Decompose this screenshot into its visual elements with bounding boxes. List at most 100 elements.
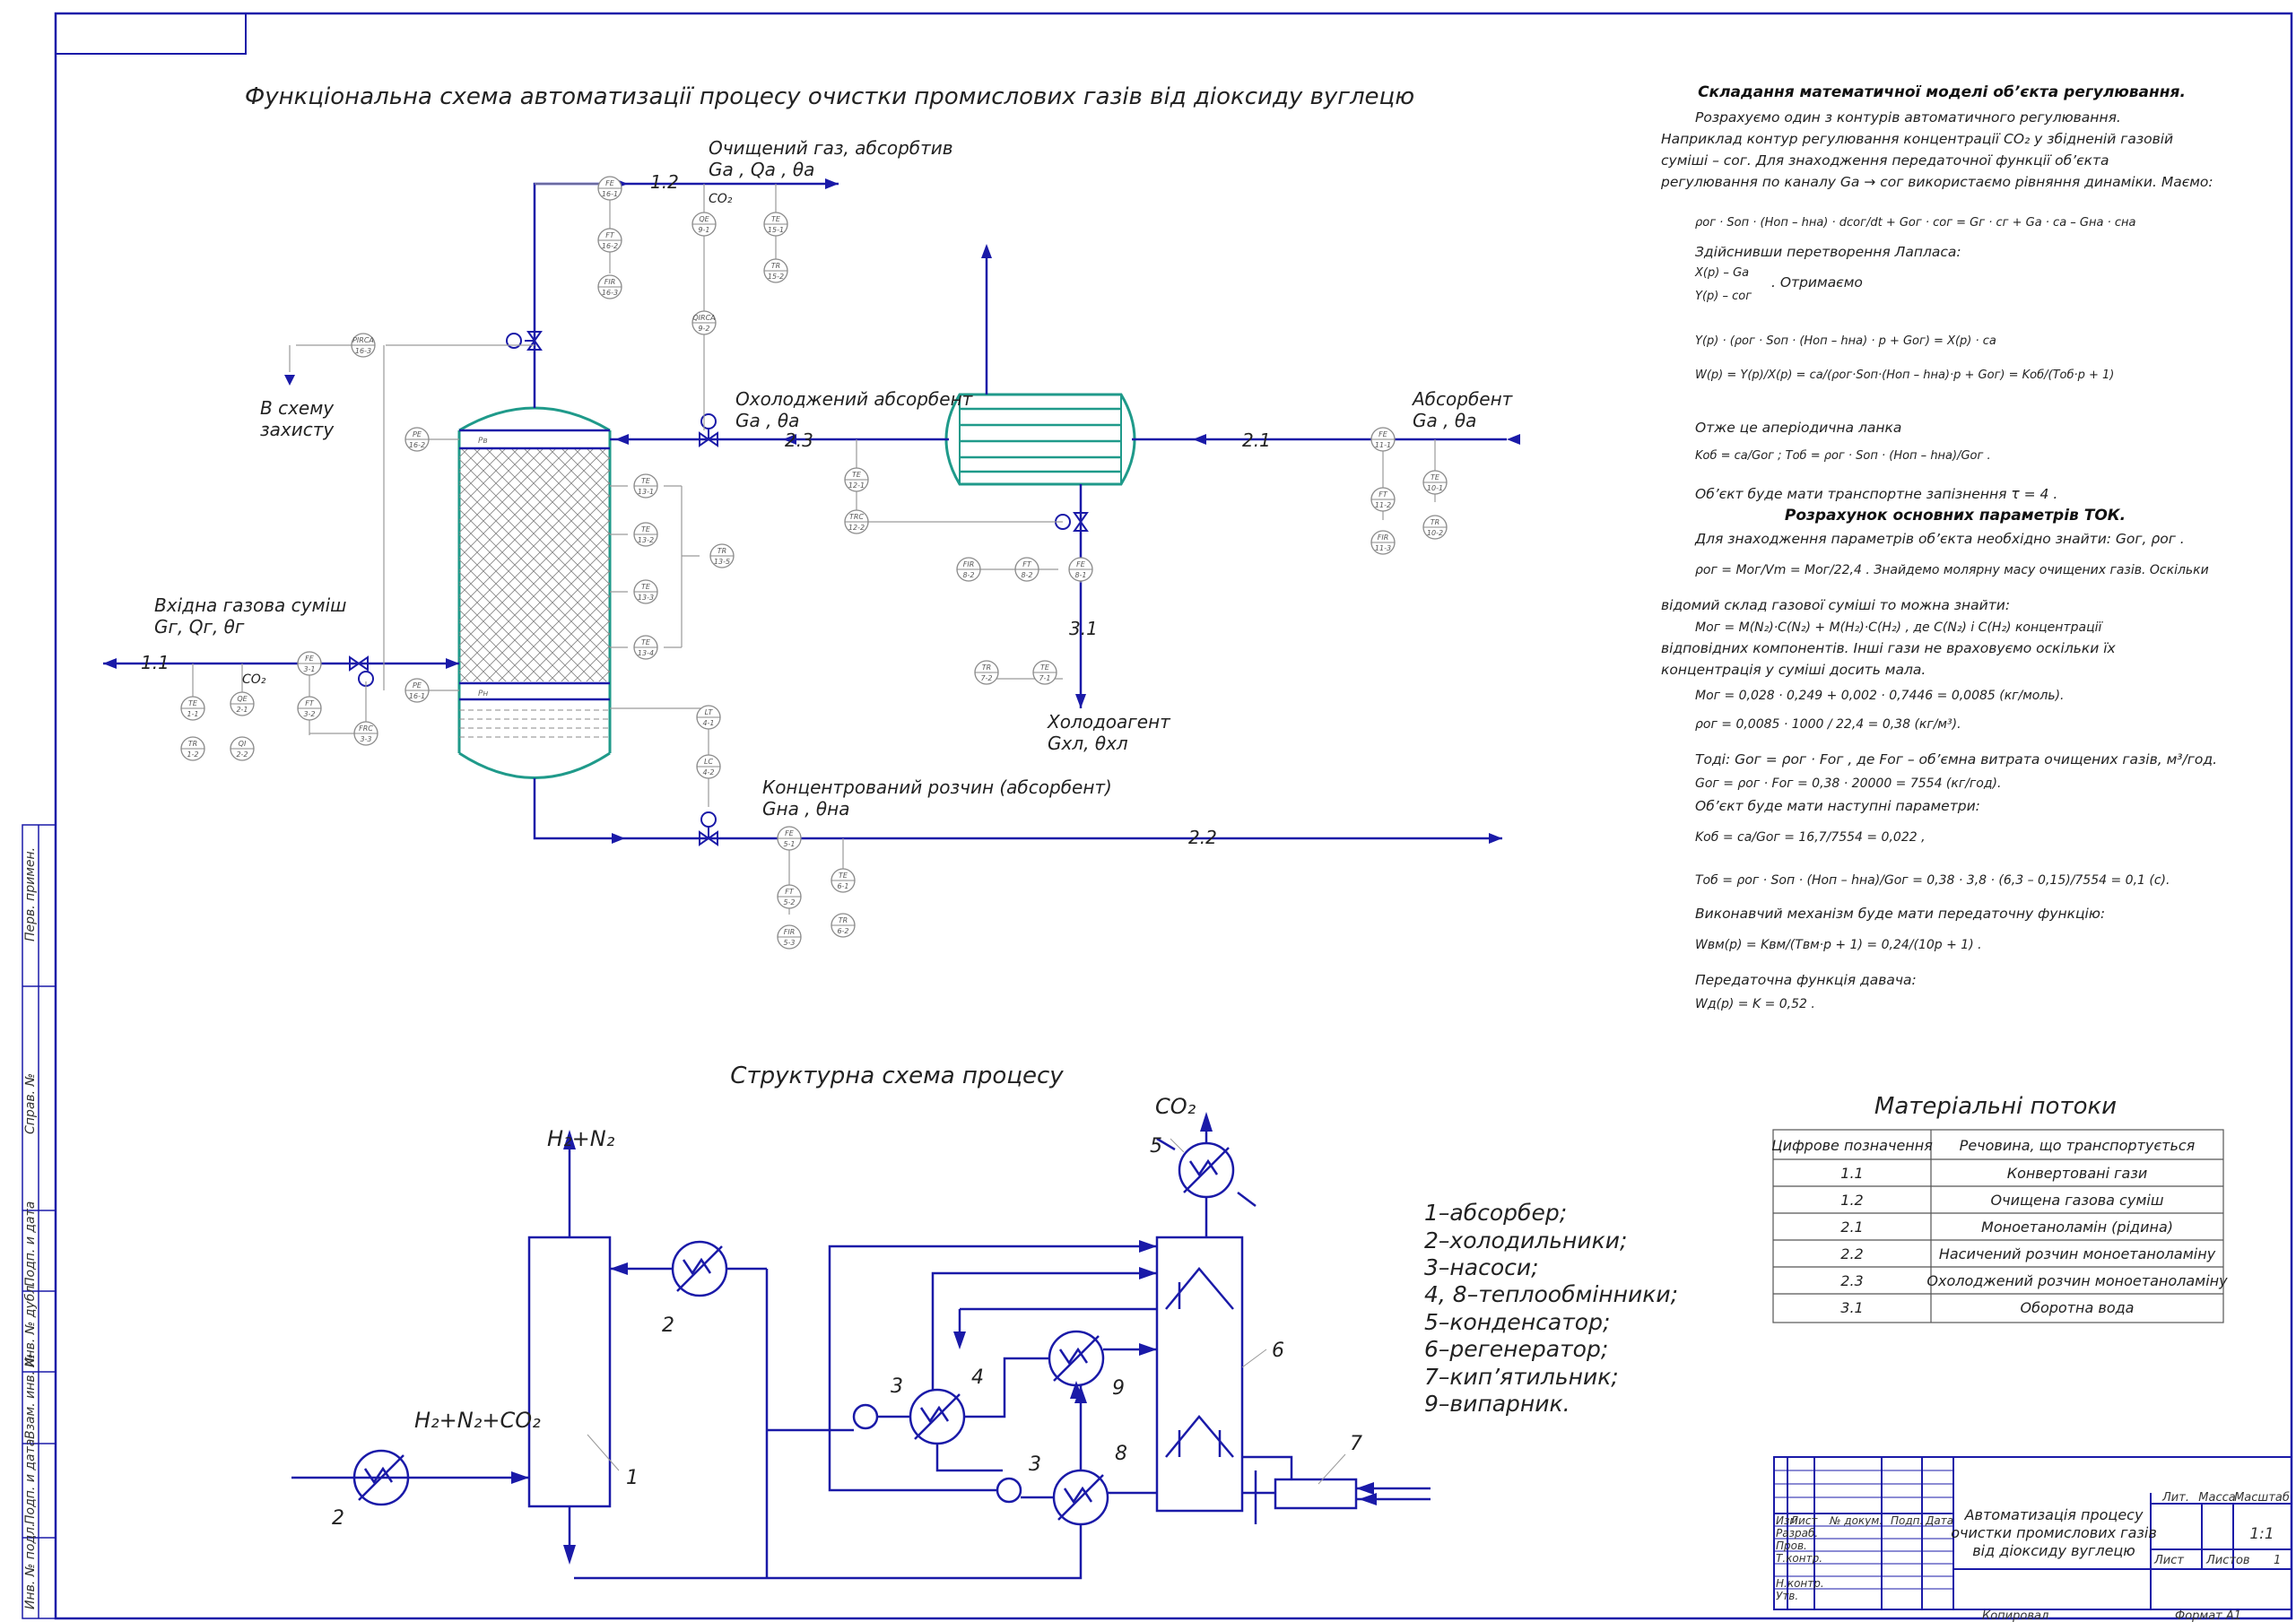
num-cooler-top: 2: [662, 1314, 674, 1337]
instrument-tag: 8-1: [1074, 571, 1086, 579]
instrument-tag: 8-2: [962, 571, 974, 579]
num-heat-exchanger-8: 8: [1115, 1443, 1127, 1465]
co2-label-b: CO₂: [242, 672, 266, 687]
instrument-tag: 13-4: [638, 649, 654, 657]
math2-line-11: Kоб = cа/Gог = 16,7/7554 = 0,022 ,: [1695, 830, 1926, 845]
absorber-column: Pв Pн: [457, 406, 612, 779]
purified-gas-params: Gа , Qа , θа: [709, 159, 814, 180]
math2-line-15: Передаточна функція давача:: [1695, 972, 1917, 988]
stamp-sprav: Справ. №: [23, 1073, 38, 1134]
h2n2-label: H₂+N₂: [547, 1126, 615, 1151]
inlet-gas-code: 1.1: [141, 652, 170, 673]
protection-label-1: В схему: [260, 397, 335, 419]
instrument-tag: 16-1: [409, 692, 425, 700]
num-evaporator: 9: [1112, 1377, 1125, 1400]
corner-box: [55, 13, 247, 55]
instrument-function: TE: [771, 215, 781, 223]
instrument-function: FE: [305, 655, 315, 663]
instrument-function: TR: [982, 664, 991, 672]
instrument-function: PE: [413, 430, 422, 438]
purified-gas-label: Очищений газ, абсорбтив: [709, 137, 953, 159]
instrument-qe-2-1: QE2-1: [230, 691, 255, 716]
instrument-fe-8-1: FE8-1: [1068, 557, 1093, 582]
instrument-function: QE: [699, 215, 709, 223]
instrument-tag: 10-1: [1427, 484, 1443, 492]
instrument-function: TE: [1040, 664, 1050, 672]
instrument-tr-1-2: TR1-2: [180, 736, 205, 761]
instrument-tag: 7-2: [980, 674, 992, 682]
instrument-function: FE: [1378, 430, 1388, 438]
instrument-tag: 8-2: [1021, 571, 1032, 579]
instrument-qi-2-2: QI2-2: [230, 736, 255, 761]
instrument-function: QI: [239, 740, 247, 748]
instrument-te-7-1: TE7-1: [1032, 660, 1057, 685]
absorbent-label: Абсорбент: [1411, 388, 1514, 410]
instrument-function: FT: [305, 699, 315, 707]
instrument-te-6-1: TE6-1: [831, 868, 856, 893]
instrument-ft-3-2: FT 3-2: [297, 696, 322, 721]
instrument-function: FT: [785, 888, 795, 896]
instrument-fe-3-1: FE3-1: [297, 651, 322, 676]
inlet-gas-params: Gг, Qг, θг: [154, 616, 245, 638]
math-model-heading: Складання математичної моделі об’єкта ре…: [1698, 83, 2186, 101]
math-line-5: Здійснивши перетворення Лапласа:: [1695, 244, 1961, 260]
instrument-tag: 9-1: [698, 226, 709, 234]
stamp-dubl: Инв. № дубл.: [23, 1281, 38, 1367]
instrument-function: FRC: [359, 724, 373, 733]
instrument-function: TRC: [849, 513, 864, 521]
math2-line-9: Gог = ρог · Fог = 0,38 · 20000 = 7554 (к…: [1695, 776, 2001, 791]
legend-3: 4, 8–теплообмінники;: [1424, 1281, 1678, 1307]
tb-role-utv: Утв.: [1776, 1590, 1798, 1602]
num-absorber: 1: [626, 1467, 639, 1489]
tb-scale-value: 1:1: [2249, 1525, 2274, 1543]
math2-line-10: Об’єкт буде мати наступні параметри:: [1695, 798, 1980, 814]
math-line-6: X(p) – Gа: [1694, 266, 1749, 280]
process-lines: [103, 182, 1507, 840]
math-line-3: регулювання по каналу Gа → cог використа…: [1660, 174, 2213, 190]
math2-line-1: ρог = Mог/Vm = Mог/22,4 . Знайдемо моляр…: [1695, 563, 2209, 577]
instrument-tag: 3-2: [303, 710, 315, 718]
tb-copied: Копировал: [1982, 1609, 2048, 1622]
tb-sheets-value: 1: [2274, 1554, 2281, 1567]
num-heat-exchanger-4: 4: [971, 1366, 984, 1389]
sheet-frame: [54, 12, 2293, 1620]
instrument-function: PIRCA: [352, 336, 374, 344]
mf-row-3-name: Насичений розчин моноетаноламіну: [1939, 1245, 2216, 1262]
math-line-8: Y(p) · (ρог · Sоп · (Hоп – hна) · p + Gо…: [1695, 334, 1996, 348]
instrument-ft-5-2: FT5-2: [777, 884, 802, 909]
pressure-top-label: Pв: [478, 437, 488, 446]
mf-row-4-name: Охолоджений розчин моноетаноламіну: [1926, 1272, 2228, 1289]
instrument-function: TE: [641, 477, 651, 485]
stamp-inv: Инв. № подл.: [23, 1522, 38, 1609]
instrument-tag: 2-1: [236, 706, 248, 714]
instrument-tag: 6-2: [837, 927, 848, 935]
tb-role-razrab: Разраб.: [1776, 1527, 1818, 1540]
tb-h-data: Дата: [1925, 1514, 1953, 1527]
tb-h-list: Лист: [1789, 1514, 1818, 1527]
instrument-function: TE: [641, 638, 651, 646]
pressure-bottom-label: Pн: [478, 690, 488, 698]
mf-row-0-code: 1.1: [1840, 1165, 1863, 1182]
instrument-tag: 13-3: [638, 594, 654, 602]
tb-role-prov: Пров.: [1776, 1540, 1807, 1552]
math-line-4: ρог · Sоп · (Hоп – hна) · dcог/dt + Gог …: [1695, 216, 2136, 230]
num-reboiler: 7: [1350, 1433, 1362, 1455]
instrument-te-1-1: TE1-1: [180, 696, 205, 721]
cooled-absorbent-code: 2.3: [785, 429, 813, 451]
mf-row-2-name: Моноетаноламін (рідина): [1981, 1219, 2173, 1236]
instrument-tag: 16-2: [602, 242, 618, 250]
legend-7: 9–випарник.: [1424, 1391, 1570, 1417]
refrigerant-label: Холодоагент: [1047, 711, 1171, 733]
instrument-function: TR: [771, 262, 780, 270]
legend-6: 7–кип’ятильник;: [1424, 1364, 1619, 1390]
mf-row-1-code: 1.2: [1840, 1192, 1863, 1209]
math2-line-8: Тоді: Gог = ρог · Fог , де Fог – об’ємна…: [1695, 751, 2217, 768]
legend-4: 5–конденсатор;: [1424, 1309, 1610, 1335]
